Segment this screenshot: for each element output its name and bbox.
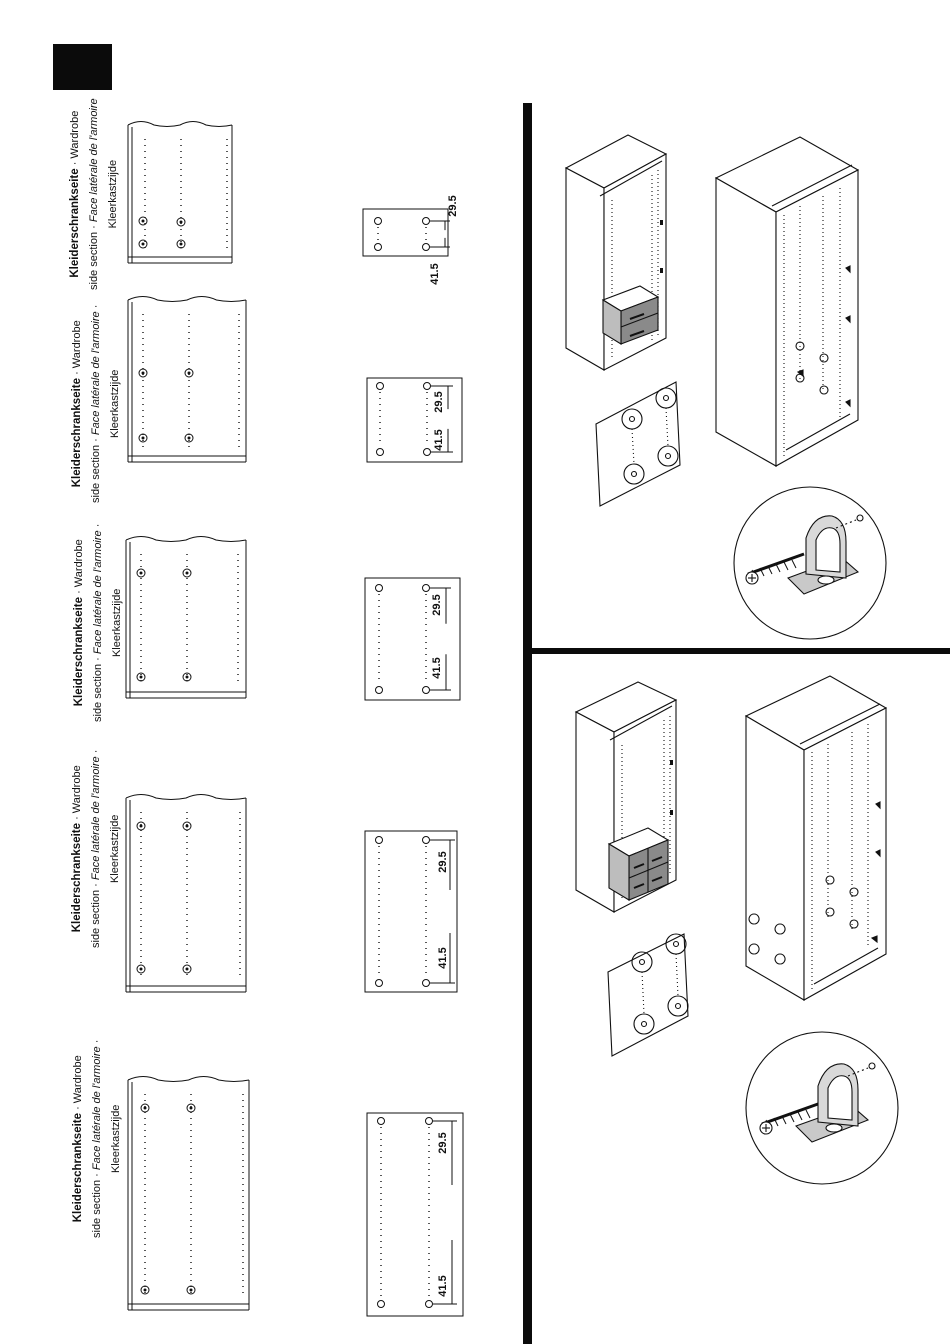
drill-hole [182,672,192,682]
drill-hole [186,1103,196,1113]
drill-hole [375,836,383,844]
dimension-top: 29.5 [431,594,443,615]
drill-hole-center [139,675,143,679]
drill-hole-center [143,1288,147,1292]
page-marker-block [53,44,112,90]
drill-hole-center [143,1106,147,1110]
horizontal-divider [532,648,950,654]
drill-hole [186,1285,196,1295]
drill-hole-center [185,824,189,828]
drill-hole [136,964,146,974]
drill-hole [375,584,383,592]
drill-hole [136,568,146,578]
drill-hole [377,1300,385,1308]
drill-hole [375,979,383,987]
hole-pattern-box [366,377,463,463]
hole-pattern-frame [366,377,463,463]
drill-hole-center [141,242,145,246]
side-panel [127,296,247,463]
side-panel [125,794,247,993]
drill-hole [138,239,148,249]
drill-hole-center [141,436,145,440]
drill-hole [176,239,186,249]
drill-hole [182,821,192,831]
drill-hole [377,1117,385,1125]
drill-hole [374,243,382,251]
dimension-bottom: 41.5 [433,429,445,450]
drill-hole-center [141,219,145,223]
drill-hole [140,1103,150,1113]
drill-hole-center [189,1106,193,1110]
side-panel [127,1076,250,1311]
drill-hole-center [139,571,143,575]
drill-hole-center [189,1288,193,1292]
hole-pattern-box [364,830,458,993]
drill-hole [374,217,382,225]
side-panel [125,536,247,699]
drill-hole [422,584,430,592]
drill-hole [425,1300,433,1308]
drill-hole [136,672,146,682]
drill-hole-center [185,967,189,971]
hole-pattern-box [362,208,450,257]
dimension-bottom: 41.5 [437,947,449,968]
drill-hole [423,448,431,456]
drill-hole [422,979,430,987]
panel-break-line [127,296,247,302]
drill-hole-center [185,571,189,575]
drill-hole-center [187,436,191,440]
drill-hole [140,1285,150,1295]
panel-break-line [127,121,233,127]
drill-hole [182,964,192,974]
drill-hole-center [187,371,191,375]
hole-pattern-frame [364,830,458,993]
dimension-bottom: 41.5 [429,263,441,284]
dimension-top: 29.5 [437,851,449,872]
dimension-labels: 29.5 41.5 29.5 41.5 29.5 41.5 29.5 41.5 … [429,195,459,1296]
vertical-divider [523,103,532,1344]
drill-hole [425,1117,433,1125]
drill-hole-center [185,675,189,679]
panel-break-line [125,536,247,542]
drill-hole [138,216,148,226]
drill-hole [422,836,430,844]
drill-hole [182,568,192,578]
dimension-bottom: 41.5 [431,657,443,678]
drill-hole [176,217,186,227]
drill-hole [376,448,384,456]
drill-hole [184,433,194,443]
drill-hole [184,368,194,378]
hole-pattern-frame [364,577,461,701]
drill-hole [376,382,384,390]
drill-hole-center [179,220,183,224]
drill-hole [422,217,430,225]
drill-hole [136,821,146,831]
drill-hole [423,382,431,390]
drill-hole [422,686,430,694]
drill-hole-center [179,242,183,246]
drill-hole [422,243,430,251]
hole-pattern-frame [366,1112,464,1317]
drill-hole-center [139,967,143,971]
drill-hole [138,368,148,378]
panel-break-line [127,1076,250,1082]
hole-pattern-box [366,1112,464,1317]
drill-hole-center [141,371,145,375]
dimension-top: 29.5 [447,195,459,216]
dimension-bottom: 41.5 [437,1275,449,1296]
drill-hole [375,686,383,694]
dimension-top: 29.5 [437,1132,449,1153]
panel-break-line [125,794,247,800]
dimension-top: 29.5 [433,391,445,412]
drill-hole [138,433,148,443]
hole-pattern-box [364,577,461,701]
side-panel [127,121,233,264]
hole-pattern-frame [362,208,449,257]
drill-hole-center [139,824,143,828]
